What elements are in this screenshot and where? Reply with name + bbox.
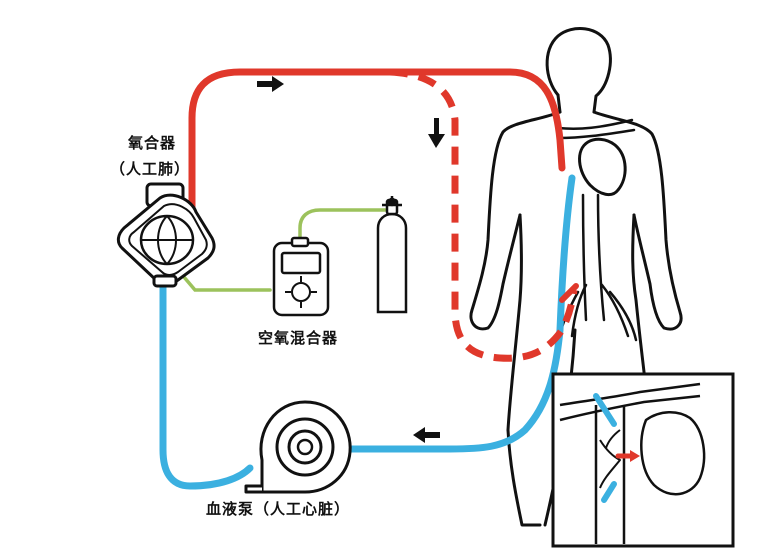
gas-line-to-oxygenator: [176, 268, 272, 292]
blood-pump-label: 血液泵（人工心脏）: [206, 500, 351, 518]
pump-to-oxygenator-line: [159, 278, 254, 490]
arrow-down-icon: [428, 118, 445, 148]
arterial-dashed-line: [389, 68, 578, 362]
arrow-left-icon: [413, 427, 440, 443]
inset-venous-cannula-lower: [601, 481, 617, 503]
oxygenator-label: 氧合器: [128, 134, 177, 152]
inset-venous-cannula: [593, 393, 617, 427]
flow-arrows: [257, 76, 445, 443]
gas-line-to-cylinder: [298, 208, 387, 245]
artificial-lung-label: （人工肺）: [110, 160, 191, 178]
oxygenator-icon: [116, 182, 216, 288]
arrow-right-icon: [257, 76, 284, 92]
venous-line: [306, 174, 576, 453]
oxygen-cylinder-icon: [376, 196, 408, 314]
gas-blender-icon: [272, 236, 330, 317]
air-oxygen-blender-label: 空氧混合器: [258, 329, 339, 347]
femoral-arterial-cannula: [559, 283, 579, 303]
cannulation-detail-inset: [551, 372, 735, 548]
arterial-line: [188, 68, 566, 219]
centrifugal-pump-icon: [244, 400, 352, 494]
human-body-outline: [469, 27, 683, 527]
